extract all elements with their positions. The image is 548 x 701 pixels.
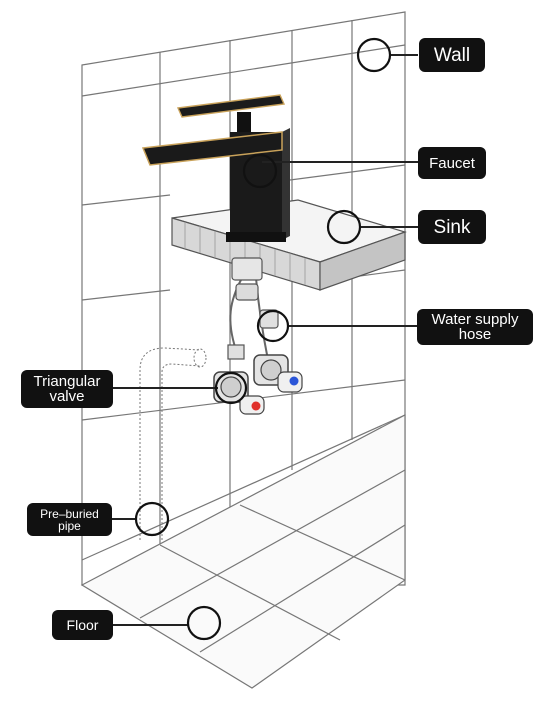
triangular-valve-label: Triangular valve <box>21 370 113 408</box>
triangular-valve-cold <box>253 354 303 393</box>
water-supply-hose-label: Water supply hose <box>417 309 533 345</box>
valve-marker-circle-icon <box>214 371 248 405</box>
cold-valve-handle-icon <box>289 376 299 386</box>
hose-marker-circle-icon <box>256 309 290 343</box>
pipe-marker-circle-icon <box>134 501 170 537</box>
floor-label: Floor <box>52 610 113 640</box>
hot-valve-handle-icon <box>251 401 261 411</box>
wall-marker-circle-icon <box>356 37 392 73</box>
leader-lines <box>112 54 418 626</box>
pre-buried-pipe-label: Pre–buried pipe <box>27 503 112 536</box>
marker-circles <box>134 37 392 641</box>
triangular-valve-hot <box>213 371 265 415</box>
faucet-label: Faucet <box>418 147 486 179</box>
sink-marker-circle-icon <box>326 209 362 245</box>
wall-label: Wall <box>419 38 485 72</box>
floor-panel <box>80 414 406 689</box>
sink-label: Sink <box>418 210 486 244</box>
floor-marker-circle-icon <box>186 605 222 641</box>
faucet-marker-circle-icon <box>242 153 278 189</box>
pre-buried-pipe <box>139 347 207 540</box>
